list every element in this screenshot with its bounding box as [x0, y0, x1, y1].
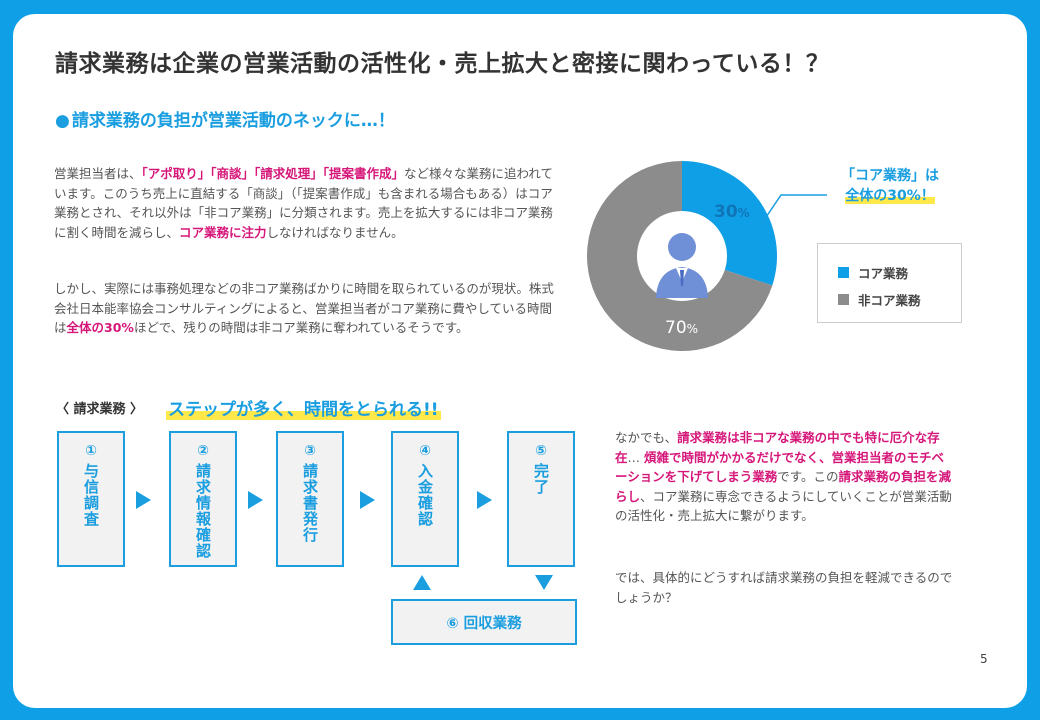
legend-item-core: コア業務	[838, 263, 908, 282]
step-number: ④	[419, 443, 431, 459]
pie-unit: %	[737, 206, 750, 220]
legend-swatch-core	[838, 267, 849, 278]
legend-label: コア業務	[858, 266, 909, 281]
flow-step-5: ⑤ 完了	[507, 431, 575, 567]
flow-banner-text: ステップが多く、時間をとられる!!	[166, 400, 441, 420]
legend-label: 非コア業務	[858, 293, 921, 308]
step-label: 完了	[532, 463, 550, 495]
pie-label-core: 30%	[714, 202, 750, 222]
step-label: 請求情報確認	[194, 463, 212, 559]
flow-step-3: ③ 請求書発行	[276, 431, 344, 567]
step-label: 請求書発行	[301, 463, 319, 543]
right-paragraph-2: では、具体的にどうすれば請求業務の負担を軽減できるのでしょうか？	[615, 570, 953, 605]
arrow-down-icon	[535, 575, 553, 590]
bullet-dot-icon: ●	[55, 111, 70, 131]
right-paragraph-1: なかでも、請求業務は非コアな業務の中でも特に厄介な存在… 煩雑で時間がかかるだけ…	[615, 428, 955, 526]
highlight-text: 「アポ取り」「商談」「請求処理」「提案書作成」	[141, 166, 405, 181]
pie-value-noncore: 70	[665, 318, 687, 338]
legend-swatch-noncore	[838, 294, 849, 305]
pie-callout: 「コア業務」は 全体の30%！	[830, 166, 950, 206]
legend-item-noncore: 非コア業務	[838, 290, 921, 309]
pie-unit: %	[686, 322, 699, 336]
flow-step-recovery: ⑥ 回収業務	[391, 599, 577, 645]
pie-label-noncore: 70%	[665, 318, 698, 338]
highlight-text: 全体の30%	[66, 320, 134, 335]
arrow-right-icon	[136, 491, 151, 509]
text-run: しかし、実際には事務処理などの非コア業務ばかりに時間を取られているのが現状。株式…	[54, 281, 554, 335]
flow-label: 〈 請求業務 〉	[56, 402, 144, 417]
step-number: ⑤	[535, 443, 547, 459]
page-number: 5	[980, 652, 988, 666]
text-run: です。この	[777, 469, 839, 484]
pie-chart	[586, 160, 778, 352]
text-run: しなければなりません。	[266, 224, 404, 240]
text-run: 、コア業務に専念できるようにしていくことが営業活動の活性化・売上拡大に繋がります…	[615, 488, 952, 524]
flow-step-4: ④ 入金確認	[391, 431, 459, 567]
text-run: など様々な業務に追われています。このうち売上に直結する「商談」（「提案書作成」も…	[54, 166, 554, 240]
text-run: ほどで、残りの時間は非コア業務に奪われているそうです。	[133, 320, 469, 335]
highlight-text: 煩雑で時間がかかるだけでなく、営業担当者のモチベーションを下げてしまう業務	[615, 449, 945, 485]
highlight-text: 請求業務の負担を減らし	[615, 469, 952, 504]
step-number: ①	[85, 443, 97, 459]
flow-step-2: ② 請求情報確認	[169, 431, 237, 567]
step-number: ②	[197, 443, 209, 459]
highlight-text: 請求業務は非コアな業務の中でも特に厄介な存在	[615, 430, 940, 465]
pie-value-core: 30	[714, 202, 738, 222]
arrow-right-icon	[248, 491, 263, 509]
step-label: 入金確認	[416, 463, 434, 527]
person-icon	[656, 233, 708, 298]
subtitle-text: 請求業務の負担が営業活動のネックに…！	[71, 111, 395, 131]
text-run: なかでも、	[615, 430, 678, 445]
flow-step-1: ① 与信調査	[57, 431, 125, 567]
chart-legend: コア業務 非コア業務	[817, 243, 962, 323]
intro-paragraph: 営業担当者は、「アポ取り」「商談」「請求処理」「提案書作成」など様々な業務に追わ…	[54, 164, 554, 242]
arrow-right-icon	[477, 491, 492, 509]
arrow-right-icon	[360, 491, 375, 509]
stats-paragraph: しかし、実際には事務処理などの非コア業務ばかりに時間を取られているのが現状。株式…	[54, 279, 554, 338]
step-number: ③	[304, 443, 316, 459]
pie-chart-svg	[587, 161, 777, 351]
step-label: 与信調査	[82, 463, 100, 527]
section-subtitle: ●請求業務の負担が営業活動のネックに…！	[55, 106, 395, 131]
flow-banner: ステップが多く、時間をとられる!!	[166, 395, 441, 420]
text-run: 営業担当者は、	[54, 166, 142, 181]
slide-card	[13, 14, 1027, 708]
text-run: …	[627, 449, 644, 465]
callout-line2: 全体の30%！	[845, 188, 935, 204]
highlight-text: コア業務に注力	[179, 224, 267, 240]
page-title: 請求業務は企業の営業活動の活性化・売上拡大と密接に関わっている！？	[55, 51, 830, 77]
arrow-up-icon	[413, 575, 431, 590]
callout-line1: 「コア業務」は	[841, 168, 939, 184]
